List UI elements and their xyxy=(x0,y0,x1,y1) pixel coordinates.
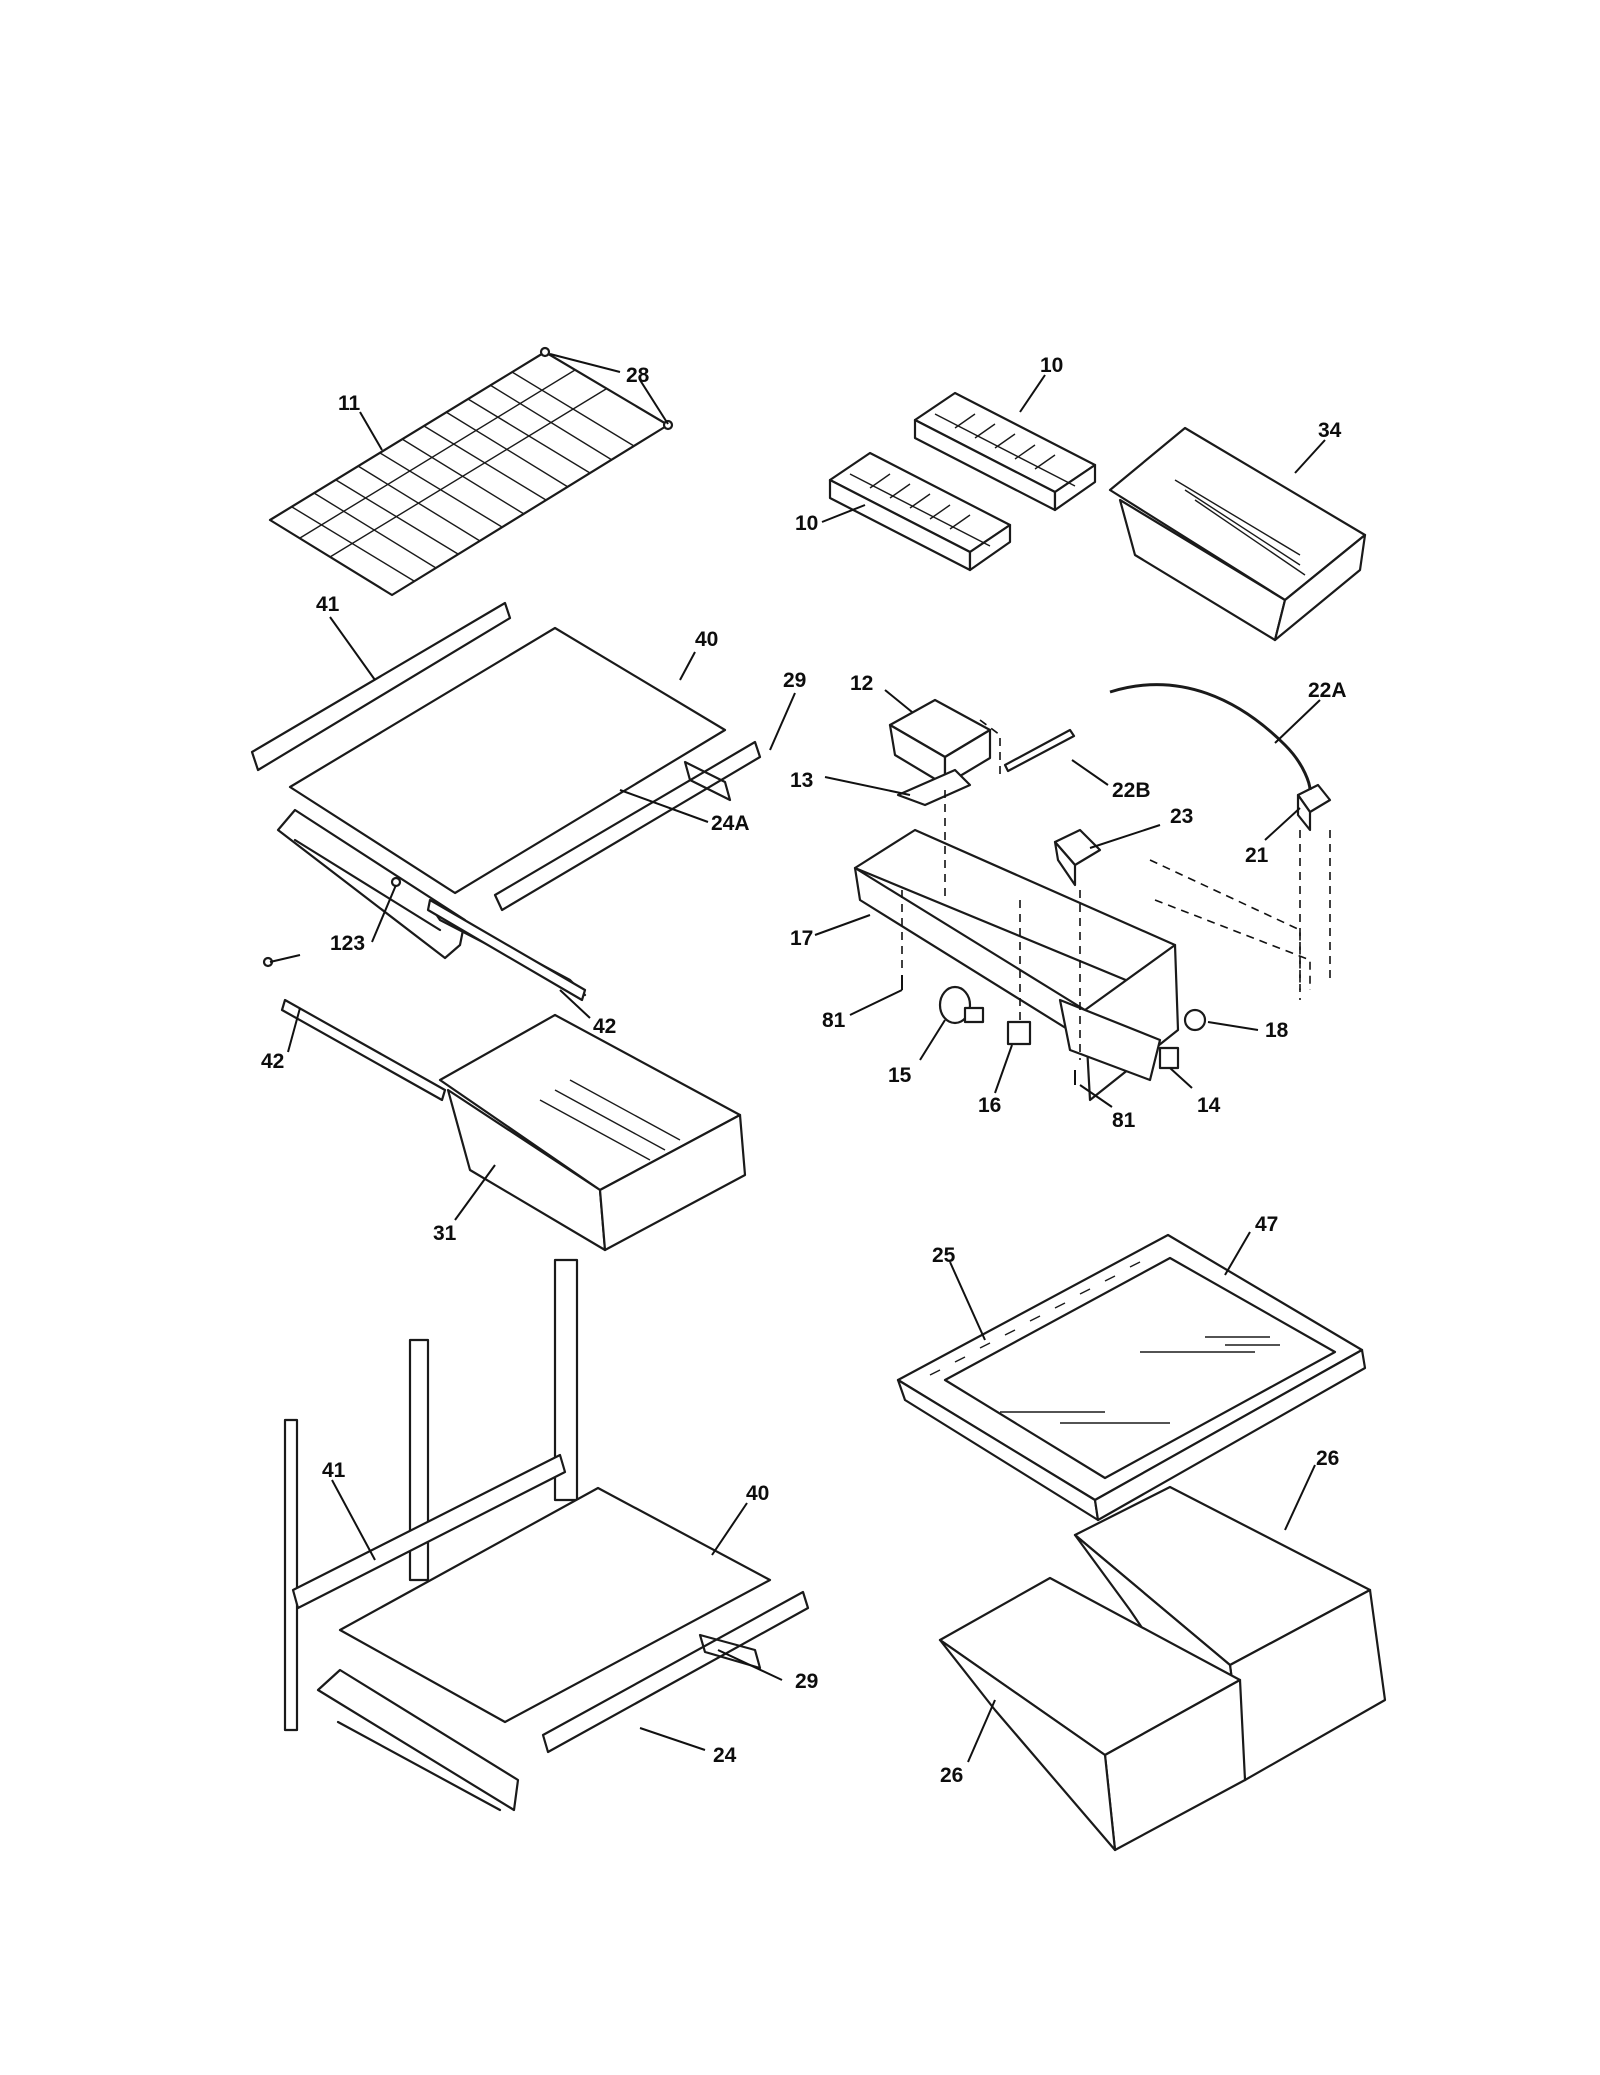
callout-26: 26 xyxy=(940,1764,963,1787)
glass-insert-47 xyxy=(943,1256,1337,1480)
callout-22B: 22B xyxy=(1112,779,1151,802)
ice-bucket-12 xyxy=(888,698,992,787)
callout-17: 17 xyxy=(790,927,813,950)
scoop-13 xyxy=(896,768,972,807)
cover-vent-slots xyxy=(929,1261,1141,1376)
screw-81 xyxy=(901,975,1076,1085)
callout-22A: 22A xyxy=(1308,679,1347,702)
callout-34: 34 xyxy=(1318,419,1342,442)
ice-tray-10-rear xyxy=(913,391,1097,512)
dashed-assembly-lines xyxy=(901,719,1331,1060)
callout-123: 123 xyxy=(330,932,365,955)
callout-29: 29 xyxy=(783,669,806,692)
callout-24A: 24A xyxy=(711,812,750,835)
callout-41: 41 xyxy=(322,1459,346,1482)
wire-shelf-rods xyxy=(291,369,635,582)
callout-31: 31 xyxy=(433,1222,457,1245)
glass-shelf-40-lower xyxy=(338,1486,772,1724)
callout-40: 40 xyxy=(695,628,718,651)
wire-shelf-11 xyxy=(268,346,674,597)
callout-13: 13 xyxy=(790,769,813,792)
drawer-26-rear xyxy=(1073,1485,1387,1782)
bulb-15 xyxy=(938,985,985,1025)
shelf-rail-left xyxy=(283,1418,299,1732)
callout-28: 28 xyxy=(626,364,650,387)
callout-25: 25 xyxy=(932,1244,956,1267)
knob-18 xyxy=(1183,1008,1207,1032)
shelf-support-42-upper xyxy=(426,898,587,1002)
callout-81: 81 xyxy=(1112,1109,1136,1132)
switch-14 xyxy=(1158,1046,1180,1070)
pan-31 xyxy=(438,1013,747,1252)
freezer-basket-34 xyxy=(1108,426,1367,642)
callout-labels: 28 11 10 10 34 41 40 29 24A 123 42 42 31… xyxy=(261,354,1347,1787)
control-23 xyxy=(1053,828,1102,887)
shelf-end-cap xyxy=(539,346,551,358)
shelf-trim-41-lower xyxy=(291,1453,567,1610)
screw-123 xyxy=(390,876,402,888)
callout-14: 14 xyxy=(1197,1094,1221,1117)
shelf-rail-right xyxy=(553,1258,579,1502)
shelf-rail-middle xyxy=(408,1338,430,1582)
leader-lines xyxy=(269,353,1326,1763)
callout-12: 12 xyxy=(850,672,873,695)
glass-shelf-40-upper xyxy=(288,626,727,895)
callout-29: 29 xyxy=(795,1670,818,1693)
drawer-26-front xyxy=(938,1576,1247,1852)
switch-21 xyxy=(1296,783,1332,832)
callout-18: 18 xyxy=(1265,1019,1289,1042)
housing-17 xyxy=(853,828,1180,1102)
shelf-support-42-lower xyxy=(280,998,447,1102)
callout-10: 10 xyxy=(795,512,818,535)
callout-21: 21 xyxy=(1245,844,1269,867)
callout-47: 47 xyxy=(1255,1213,1278,1236)
socket-16 xyxy=(1006,1020,1032,1046)
wire-harness-22A xyxy=(1109,683,1312,791)
callout-41: 41 xyxy=(316,593,340,616)
callout-16: 16 xyxy=(978,1094,1001,1117)
shelf-frame-24 xyxy=(316,1633,762,1812)
callout-26: 26 xyxy=(1316,1447,1339,1470)
callout-23: 23 xyxy=(1170,805,1193,828)
callout-10: 10 xyxy=(1040,354,1063,377)
callout-42: 42 xyxy=(593,1015,616,1038)
callout-81: 81 xyxy=(822,1009,846,1032)
shelf-end-cap xyxy=(662,419,674,431)
callout-42: 42 xyxy=(261,1050,284,1073)
ice-tray-10-front xyxy=(828,451,1012,572)
callout-24: 24 xyxy=(713,1744,737,1767)
callout-11: 11 xyxy=(338,392,361,415)
callout-15: 15 xyxy=(888,1064,912,1087)
tube-22B xyxy=(1003,728,1076,773)
shelf-trim-41-upper xyxy=(250,601,512,772)
shelf-trim-29-upper xyxy=(493,740,762,912)
callout-40: 40 xyxy=(746,1482,769,1505)
